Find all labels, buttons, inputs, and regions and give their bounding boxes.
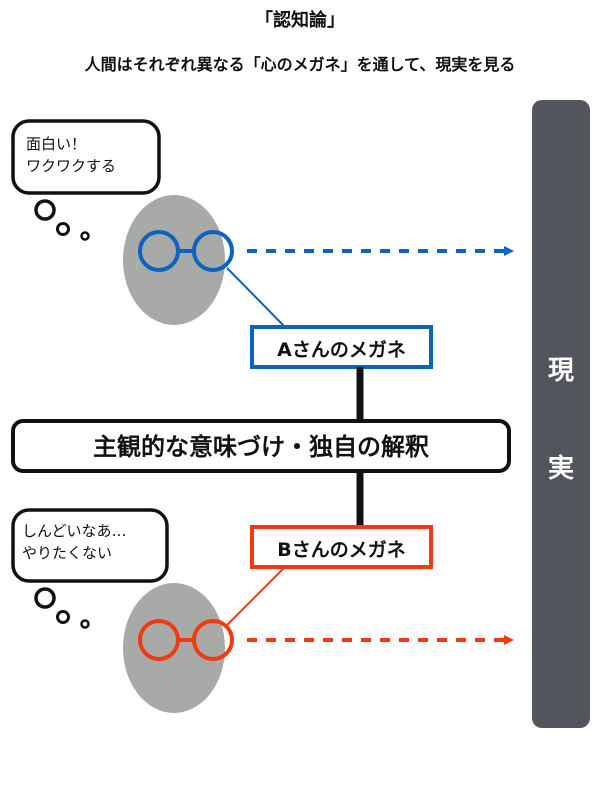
label-box-b bbox=[250, 525, 433, 569]
glasses-b-icon bbox=[138, 619, 234, 661]
glasses-a-label: Aさんのメガネ bbox=[277, 339, 406, 361]
connector-a bbox=[226, 267, 286, 328]
thought-b-line2: やりたくない bbox=[22, 544, 113, 562]
thought-dot bbox=[34, 199, 56, 221]
thought-bubble-b bbox=[11, 508, 169, 583]
head-b bbox=[123, 583, 225, 713]
thought-dot bbox=[56, 610, 70, 624]
thought-dot bbox=[34, 587, 56, 609]
reality-char-2: 実 bbox=[547, 454, 574, 484]
center-box bbox=[11, 419, 511, 473]
thought-dot bbox=[80, 619, 90, 629]
thought-a-line1: 面白い！ bbox=[26, 135, 87, 153]
thought-dot bbox=[80, 231, 90, 241]
thought-a-line2: ワクワクする bbox=[26, 157, 117, 175]
glasses-a-icon bbox=[138, 230, 234, 272]
reality-bar bbox=[532, 100, 590, 728]
glasses-b-label: Bさんのメガネ bbox=[277, 539, 406, 561]
thought-b-line1: しんどいなあ… bbox=[22, 522, 127, 540]
page-title: 「認知論」 bbox=[255, 10, 345, 31]
label-box-a bbox=[250, 325, 433, 369]
thought-b-text: しんどいなあ… やりたくない bbox=[22, 520, 127, 564]
thought-bubble-a bbox=[11, 119, 161, 195]
thought-a-text: 面白い！ ワクワクする bbox=[26, 133, 116, 177]
reality-char-1: 現 bbox=[547, 356, 574, 386]
connector-b bbox=[226, 566, 286, 626]
thought-dot bbox=[56, 222, 70, 236]
page-subtitle: 人間はそれぞれ異なる「心のメガネ」を通して、現実を見る bbox=[84, 55, 516, 74]
center-label: 主観的な意味づけ・独自の解釈 bbox=[93, 433, 429, 461]
